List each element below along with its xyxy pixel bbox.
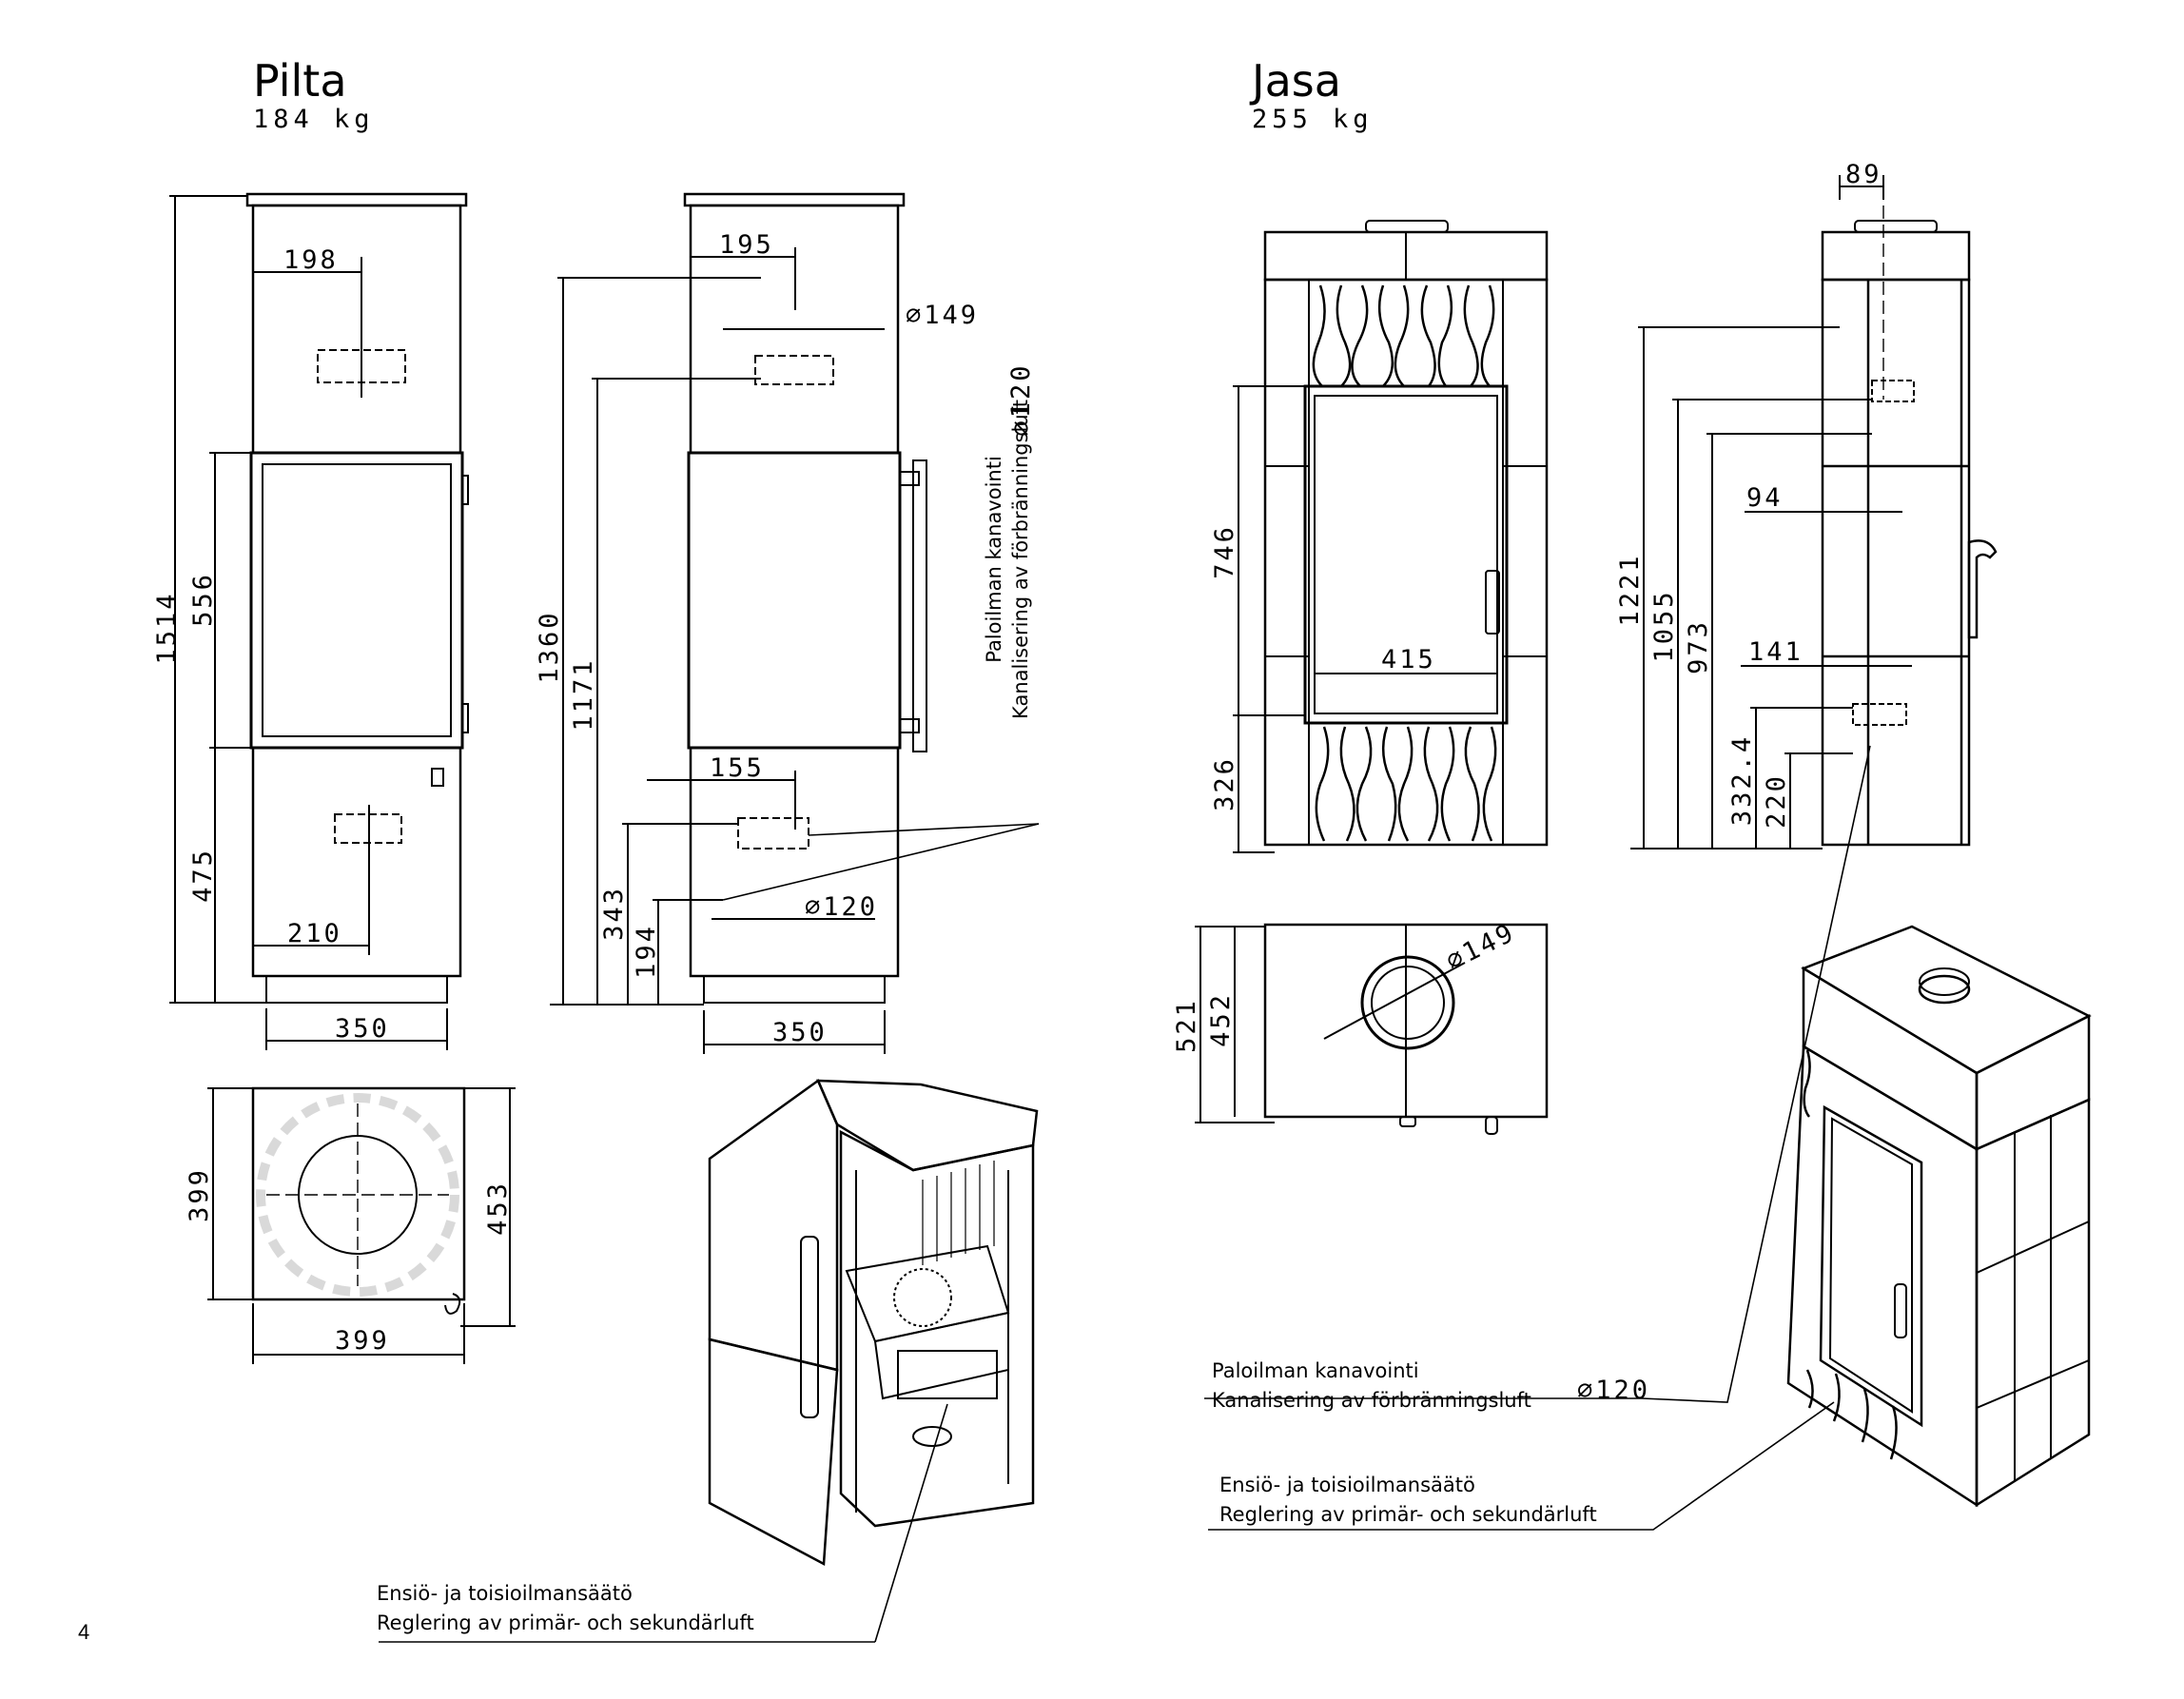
pilta-plan-view bbox=[207, 1086, 516, 1364]
pilta-note-air-control-line2: Reglering av primär- och sekundärluft bbox=[377, 1611, 754, 1634]
jasa-dimension-labels: 746 326 415 89 1221 1055 973 94 141 332.… bbox=[1172, 160, 1882, 1405]
pilta-title: Pilta bbox=[253, 55, 347, 107]
dim-jasa-149: ∅149 bbox=[1441, 918, 1520, 977]
dim-pilta-155: 155 bbox=[710, 753, 765, 783]
pilta-note-air-duct-line2: Kanalisering av förbränningsluft bbox=[1009, 400, 1032, 719]
jasa-note-air-duct-line2: Kanalisering av förbränningsluft bbox=[1212, 1389, 1531, 1412]
dim-jasa-141: 141 bbox=[1748, 637, 1804, 667]
dim-jasa-1221: 1221 bbox=[1615, 553, 1645, 626]
dim-jasa-94: 94 bbox=[1746, 483, 1784, 513]
dim-jasa-521: 521 bbox=[1172, 998, 1201, 1053]
pilta-front-view bbox=[169, 192, 469, 1050]
dim-pilta-plan-399-bottom: 399 bbox=[335, 1326, 390, 1356]
dim-pilta-front-350: 350 bbox=[335, 1014, 390, 1044]
pilta-mass: 184 kg bbox=[253, 105, 375, 134]
dim-pilta-side-120: ∅120 bbox=[1006, 362, 1036, 436]
pilta-side-view bbox=[550, 192, 1040, 1054]
jasa-front-view bbox=[1233, 220, 1549, 853]
dim-pilta-343: 343 bbox=[599, 886, 629, 941]
dim-jasa-452: 452 bbox=[1206, 992, 1236, 1047]
dim-pilta-bottom-120: ∅120 bbox=[805, 892, 878, 922]
jasa-note-air-duct: Paloilman kanavointi Kanalisering av för… bbox=[1212, 1357, 1531, 1416]
pilta-note-air-control: Ensiö- ja toisioilmansäätö Reglering av … bbox=[377, 1579, 754, 1638]
dim-jasa-415: 415 bbox=[1381, 645, 1436, 674]
jasa-note-air-control-line2: Reglering av primär- och sekundärluft bbox=[1219, 1503, 1597, 1526]
dim-pilta-1171: 1171 bbox=[569, 657, 598, 731]
page-number: 4 bbox=[78, 1620, 90, 1644]
jasa-note-air-duct-line1: Paloilman kanavointi bbox=[1212, 1359, 1419, 1382]
dim-pilta-195: 195 bbox=[719, 230, 774, 260]
dim-pilta-556: 556 bbox=[188, 572, 218, 627]
jasa-side-view bbox=[1630, 175, 1998, 850]
dim-pilta-plan-453: 453 bbox=[483, 1181, 513, 1236]
dim-pilta-194: 194 bbox=[632, 924, 661, 979]
pilta-isometric-view bbox=[379, 1079, 1039, 1643]
dim-pilta-149: ∅149 bbox=[906, 301, 979, 330]
dim-pilta-1514: 1514 bbox=[152, 591, 182, 664]
dim-pilta-198: 198 bbox=[283, 245, 339, 275]
dim-jasa-89: 89 bbox=[1845, 160, 1882, 189]
dim-pilta-1360: 1360 bbox=[535, 610, 564, 683]
pilta-note-air-control-line1: Ensiö- ja toisioilmansäätö bbox=[377, 1582, 633, 1605]
dim-pilta-side-350: 350 bbox=[772, 1018, 828, 1047]
dim-pilta-plan-399-left: 399 bbox=[185, 1167, 214, 1222]
dim-pilta-475: 475 bbox=[188, 848, 218, 903]
dim-jasa-746: 746 bbox=[1210, 524, 1239, 579]
jasa-mass: 255 kg bbox=[1252, 105, 1374, 134]
dim-jasa-332-4: 332.4 bbox=[1727, 734, 1757, 826]
jasa-title: Jasa bbox=[1252, 55, 1341, 107]
jasa-isometric-view bbox=[1204, 745, 2092, 1531]
jasa-note-air-control-line1: Ensiö- ja toisioilmansäätö bbox=[1219, 1474, 1475, 1496]
dim-jasa-note-120: ∅120 bbox=[1577, 1376, 1650, 1405]
dim-jasa-1055: 1055 bbox=[1649, 589, 1679, 662]
jasa-plan-view bbox=[1195, 923, 1549, 1135]
dim-jasa-326: 326 bbox=[1210, 756, 1239, 811]
dim-jasa-973: 973 bbox=[1684, 619, 1713, 674]
jasa-note-air-control: Ensiö- ja toisioilmansäätö Reglering av … bbox=[1219, 1471, 1597, 1530]
pilta-dimension-labels: 1514 556 475 198 210 350 1360 1171 195 ∅… bbox=[152, 230, 1036, 1356]
dim-pilta-210: 210 bbox=[287, 919, 342, 948]
dim-jasa-220: 220 bbox=[1762, 773, 1791, 829]
pilta-note-air-duct-line1: Paloilman kanavointi bbox=[983, 456, 1005, 663]
